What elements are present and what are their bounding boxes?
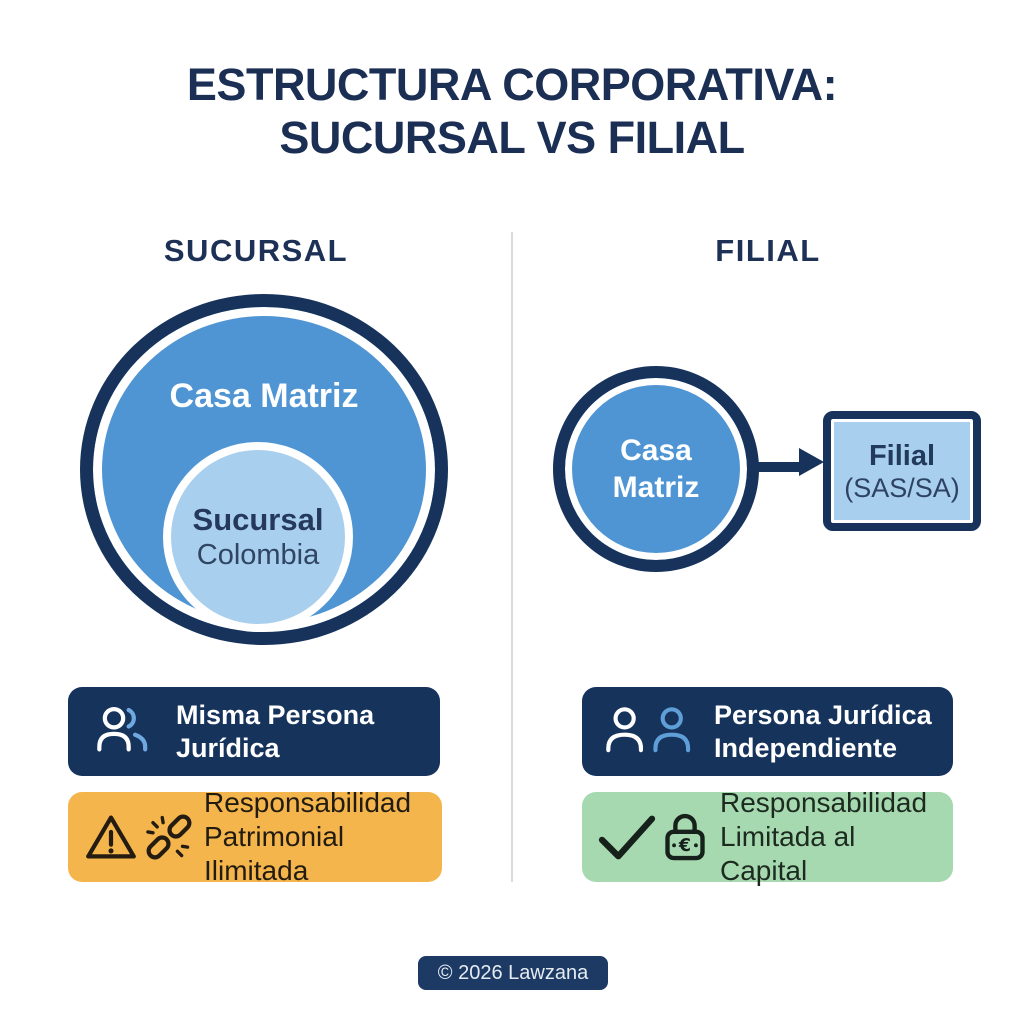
responsabilidad-ilimitada-badge: Responsabilidad Patrimonial Ilimitada	[68, 787, 442, 886]
persona-independiente-badge: Persona Jurídica Independiente	[582, 687, 953, 776]
responsabilidad-limitada-badge: € Responsabilidad Limitada al Capital	[582, 787, 953, 886]
checkmark-icon	[598, 815, 656, 860]
copyright-text: © 2026 Lawzana	[437, 961, 589, 984]
broken-chain-icon	[146, 814, 192, 860]
casa-label-line2: Matriz	[612, 471, 700, 504]
copyright-badge: © 2026 Lawzana	[418, 956, 608, 990]
two-people-icon	[606, 706, 691, 752]
filial-casa-matriz-circle: Casa Matriz	[553, 366, 759, 572]
svg-text:€: €	[678, 836, 691, 856]
page-title: ESTRUCTURA CORPORATIVA: SUCURSAL VS FILI…	[0, 58, 1024, 164]
misma-persona-text: Misma Persona Jurídica	[176, 699, 375, 763]
casa-matriz-label: Casa Matriz	[169, 377, 359, 415]
filial-sas-box: Filial (SAS/SA)	[823, 411, 981, 531]
sucursal-column-header: SUCURSAL	[163, 233, 349, 268]
filial-column-header: FILIAL	[715, 233, 821, 268]
overlapping-people-icon	[97, 706, 148, 752]
responsabilidad-ilimitada-text: Responsabilidad Patrimonial Ilimitada	[204, 787, 412, 886]
column-divider	[511, 232, 513, 882]
page-title-line1: ESTRUCTURA CORPORATIVA:	[186, 59, 838, 110]
persona-independiente-text: Persona Jurídica Independiente	[714, 699, 932, 763]
casa-label-line1: Casa	[620, 434, 692, 467]
sucursal-label: Sucursal	[192, 502, 324, 537]
colombia-label: Colombia	[196, 539, 320, 571]
euro-padlock-icon: €	[665, 813, 705, 861]
filial-box-sublabel: (SAS/SA)	[844, 472, 960, 503]
warning-triangle-icon	[86, 815, 136, 859]
page-title-line2: SUCURSAL VS FILIAL	[279, 112, 745, 163]
responsabilidad-limitada-text: Responsabilidad Limitada al Capital	[720, 787, 928, 886]
filial-box-label: Filial	[868, 439, 936, 472]
sucursal-inner-circle: Sucursal Colombia	[163, 442, 353, 632]
arrow-shaft	[754, 462, 802, 472]
misma-persona-badge: Misma Persona Jurídica	[68, 687, 440, 776]
arrow-head-icon	[799, 448, 824, 476]
